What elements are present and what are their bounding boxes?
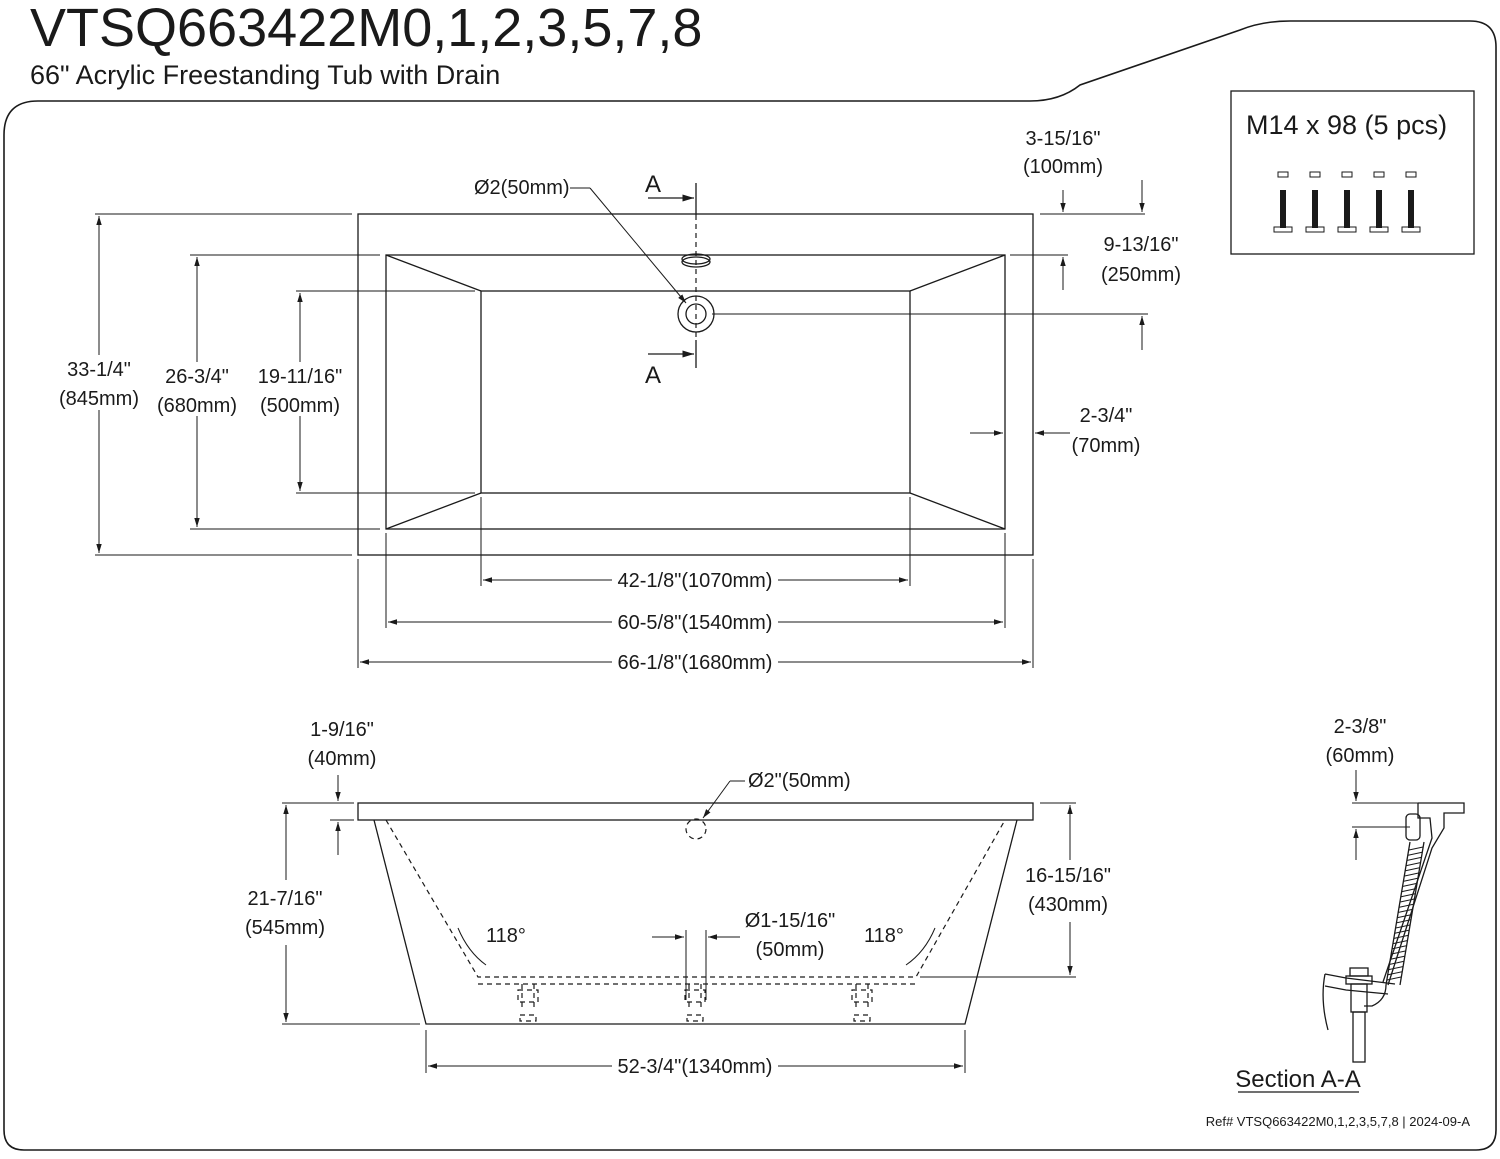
section-dim-in: 2-3/8" (1334, 716, 1387, 738)
base-length: 52-3/4"(1340mm) (618, 1056, 773, 1078)
drain-dia-side-mm: (50mm) (756, 939, 825, 961)
angle-right: 118° (864, 925, 904, 947)
overflow-icon (685, 818, 707, 840)
drain-diameter-label: Ø2(50mm) (474, 177, 570, 199)
tub-outline-top (357, 213, 1034, 556)
drain-offset-in: 9-13/16" (1104, 234, 1179, 256)
screw-icon (1337, 171, 1357, 233)
tub-rim-side (357, 802, 1034, 821)
drain-offset-mm: (250mm) (1101, 264, 1181, 286)
overall-width-in: 33-1/4" (67, 359, 131, 381)
hose-ribs (1386, 846, 1424, 981)
drain-dia-side-in: Ø1-15/16" (745, 910, 836, 932)
foot-icon (517, 984, 539, 1022)
section-dim-mm: (60mm) (1326, 745, 1395, 767)
section-label: Section A-A (1235, 1066, 1360, 1093)
section-overflow-icon (1405, 813, 1421, 841)
rim-side-in: 2-3/4" (1080, 405, 1133, 427)
overall-length: 66-1/8"(1680mm) (618, 652, 773, 674)
rim-thickness-in: 1-9/16" (310, 719, 374, 741)
section-marker-bottom: A (645, 362, 661, 389)
section-wall (1387, 802, 1465, 986)
model-title: VTSQ663422M0,1,2,3,5,7,8 (30, 0, 702, 58)
screw-icon (1273, 171, 1293, 233)
rim-top-mm: (100mm) (1023, 156, 1103, 178)
rim-side-mm: (70mm) (1072, 435, 1141, 457)
screw-icon (1305, 171, 1325, 233)
section-a-a: 2-3/8" (60mm) Section A-A (1235, 716, 1465, 1093)
tub-body-side (373, 819, 1018, 1025)
floor-width-mm: (500mm) (260, 395, 340, 417)
floor-length: 42-1/8"(1070mm) (618, 570, 773, 592)
foot-icon (684, 984, 706, 1022)
side-view: Ø2"(50mm) 1-9/16" (40mm) 21-7/16" (545mm… (245, 719, 1111, 1078)
kit-label: M14 x 98 (5 pcs) (1246, 110, 1447, 140)
reference-number: Ref# VTSQ663422M0,1,2,3,5,7,8 | 2024-09-… (1206, 1114, 1471, 1129)
rim-top-in: 3-15/16" (1026, 128, 1101, 150)
inner-width-mm: (680mm) (157, 395, 237, 417)
height-mm: (545mm) (245, 917, 325, 939)
hardware-kit: M14 x 98 (5 pcs) (1230, 90, 1475, 255)
overall-width-mm: (845mm) (59, 388, 139, 410)
floor-width-in: 19-11/16" (258, 366, 343, 388)
page-frame (3, 20, 1497, 1151)
screw-icon (1369, 171, 1389, 233)
foot-icon (851, 984, 873, 1022)
overflow-diameter-label: Ø2"(50mm) (748, 770, 851, 792)
feet-group (517, 984, 873, 1022)
model-description: 66" Acrylic Freestanding Tub with Drain (30, 60, 500, 90)
screw-icon-group (1273, 171, 1421, 233)
depth-mm: (430mm) (1028, 894, 1108, 916)
inner-length: 60-5/8"(1540mm) (618, 612, 773, 634)
tub-floor-top (480, 290, 911, 494)
angle-left: 118° (486, 925, 526, 947)
height-in: 21-7/16" (248, 888, 323, 910)
rim-thickness-mm: (40mm) (308, 748, 377, 770)
inner-width-in: 26-3/4" (165, 366, 229, 388)
screw-icon (1401, 171, 1421, 233)
section-marker-top: A (645, 171, 661, 198)
section-drain-icon (1349, 967, 1369, 977)
top-view: A A Ø2(50mm) 33-1/4" (845mm) 26-3/4" (68… (59, 128, 1181, 674)
depth-in: 16-15/16" (1025, 865, 1111, 887)
